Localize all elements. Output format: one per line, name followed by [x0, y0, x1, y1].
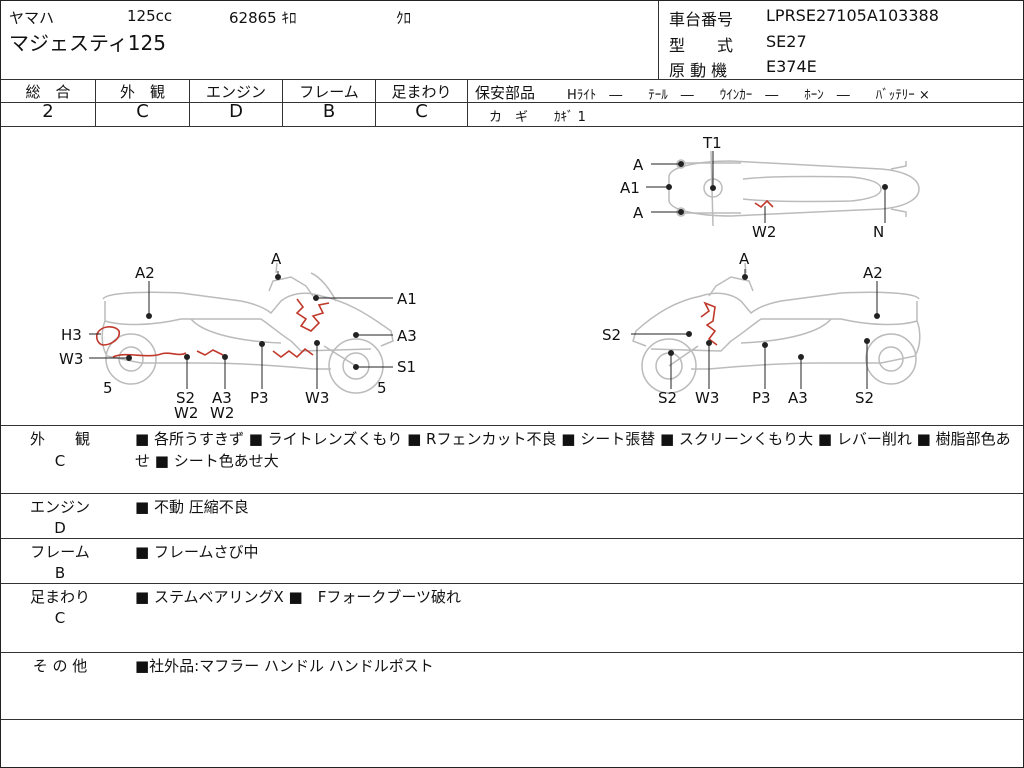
diagram-label: W2 — [210, 404, 234, 422]
diagram-label: N — [873, 223, 884, 241]
diagram-label: A3 — [212, 389, 232, 407]
remark-grade-exterior: C — [54, 452, 66, 470]
type-label: 型 式 — [669, 36, 734, 55]
remark-head-suspension: 足まわり — [29, 588, 90, 606]
divider — [1, 538, 1023, 539]
diagram-label: A1 — [620, 179, 640, 197]
grade-exterior-label: 外 観 — [119, 83, 165, 101]
diagram-label: H3 — [61, 326, 82, 344]
engine-value: E374E — [766, 57, 817, 76]
diagram-label: W2 — [174, 404, 198, 422]
divider — [1, 126, 1023, 127]
diagram-label: W3 — [695, 389, 719, 407]
key-status: カ ギ ｶｷﾞ 1 — [489, 110, 586, 125]
remark-grade-suspension: C — [54, 609, 66, 627]
diagram-label: W3 — [59, 350, 83, 368]
type-value: SE27 — [766, 32, 807, 51]
divider — [1, 583, 1023, 584]
grade-suspension-value: C — [415, 101, 428, 122]
diagram-label: A — [633, 204, 644, 222]
remark-text-exterior: ■ 各所うすきず ■ ライトレンズくもり ■ Rフェンカット不良 ■ シート張替… — [135, 430, 1011, 470]
diagram-label: A3 — [397, 327, 417, 345]
diagram-label: S1 — [397, 358, 416, 376]
diagram-label: S2 — [176, 389, 195, 407]
engine-label: 原 動 機 — [669, 61, 728, 80]
remark-head-frame: フレーム — [30, 543, 90, 561]
remark-grade-frame: B — [54, 564, 66, 582]
damage-marks — [95, 199, 774, 359]
diagram-label: S2 — [602, 326, 621, 344]
grade-frame-label: フレーム — [299, 83, 359, 101]
diagram-label: T1 — [702, 134, 722, 152]
grade-frame-value: B — [322, 101, 336, 122]
diagram-label: A — [739, 250, 750, 268]
diagram-label: A2 — [863, 264, 883, 282]
remark-text-suspension: ■ ステムベアリングX ■ Fフォークブーツ破れ — [135, 588, 462, 606]
divider — [1, 493, 1023, 494]
diagram-label: W2 — [752, 223, 776, 241]
damage-diagram: A A2 A1 H3 A3 W3 S1 5 5 S2 W2 A3 W2 P3 W… — [59, 134, 921, 422]
divider — [658, 1, 659, 79]
color: ｸﾛ — [396, 9, 412, 27]
diagram-label: A — [633, 156, 644, 174]
safety-parts-status: Hﾗｲﾄ ― ﾃｰﾙ ― ｳｲﾝｶｰ ― ﾎｰﾝ ― ﾊﾞｯﾃﾘｰ × — [567, 88, 930, 103]
frame-no: LPRSE27105A103388 — [766, 6, 939, 25]
divider — [1, 719, 1023, 720]
diagram-label: A1 — [397, 290, 417, 308]
maker: ヤマハ — [9, 9, 55, 27]
divider — [467, 102, 1023, 103]
grade-total-value: 2 — [42, 101, 54, 122]
grade-suspension-label: 足まわり — [391, 83, 452, 101]
diagram-label: A3 — [788, 389, 808, 407]
remark-text-frame: ■ フレームさび中 — [135, 543, 259, 561]
remark-text-other: ■社外品:マフラー ハンドル ハンドルポスト — [135, 657, 434, 675]
divider — [1, 102, 467, 103]
divider — [1, 79, 1023, 80]
grade-engine-label: エンジン — [205, 83, 266, 101]
divider — [1, 652, 1023, 653]
mileage: 62865 ｷﾛ — [229, 9, 297, 27]
divider — [1, 425, 1023, 426]
diagram-label: A — [271, 250, 282, 268]
scooter-left-outline — [101, 262, 394, 394]
model-name: マジェスティ125 — [9, 31, 166, 55]
grade-engine-value: D — [229, 101, 243, 122]
grade-exterior-value: C — [136, 101, 149, 122]
remark-head-exterior: 外 観 — [29, 430, 90, 448]
diagram-label: P3 — [250, 389, 269, 407]
diagram-label: A2 — [135, 264, 155, 282]
displacement: 125cc — [127, 7, 173, 25]
grade-total-label: 総 合 — [25, 83, 71, 101]
diagram-label: 5 — [377, 379, 387, 397]
remark-head-engine: エンジン — [29, 498, 90, 516]
remark-text-engine: ■ 不動 圧縮不良 — [135, 498, 249, 516]
diagram-label: 5 — [103, 379, 113, 397]
diagram-label: W3 — [305, 389, 329, 407]
scooter-right-outline — [632, 262, 921, 394]
diagram-label: S2 — [658, 389, 677, 407]
diagram-label: P3 — [752, 389, 771, 407]
remark-grade-engine: D — [54, 519, 66, 537]
safety-parts-label: 保安部品 — [475, 84, 536, 102]
remark-head-other: そ の 他 — [32, 657, 88, 675]
diagram-label: S2 — [855, 389, 874, 407]
scooter-top-outline — [668, 150, 920, 227]
frame-no-label: 車台番号 — [669, 10, 734, 29]
